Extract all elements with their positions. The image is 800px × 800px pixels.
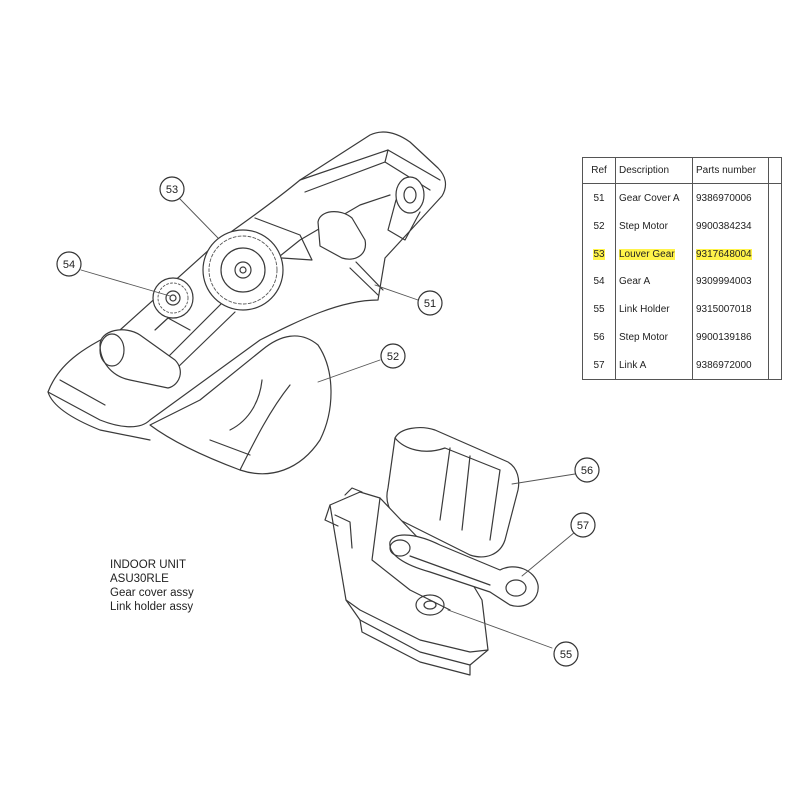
link-holder-assembly <box>324 427 539 676</box>
svg-text:51: 51 <box>424 298 436 310</box>
callout-55[interactable]: 55 <box>553 641 579 667</box>
cell-description: Louver Gear <box>615 240 693 268</box>
cell-ref-text: 52 <box>593 220 605 232</box>
cell-spacer <box>768 267 781 296</box>
cell-spacer <box>768 351 781 379</box>
cell-part-number: 9315007018 <box>692 295 769 324</box>
cell-part-number-text: 9309994003 <box>696 276 752 288</box>
cell-part-number-text: 9386972000 <box>696 359 752 371</box>
parts-table: Ref Description Parts number 51 Gear Cove… <box>582 157 782 380</box>
cell-spacer <box>768 212 781 241</box>
caption-model: ASU30RLE <box>110 573 169 585</box>
callout-54[interactable]: 54 <box>56 251 82 277</box>
cell-description: Step Motor <box>615 323 693 352</box>
cell-description-text: Step Motor <box>619 220 668 232</box>
table-row: 52 Step Motor 9900384234 <box>583 212 781 241</box>
cell-part-number: 9900384234 <box>692 212 769 241</box>
cell-part-number: 9309994003 <box>692 267 769 296</box>
leader-lines <box>80 198 576 649</box>
svg-text:55: 55 <box>560 649 572 661</box>
svg-text:52: 52 <box>387 351 399 363</box>
table-row: 55 Link Holder 9315007018 <box>583 295 781 324</box>
cell-part-number: 9386970006 <box>692 183 769 213</box>
cell-description: Gear A <box>615 267 693 296</box>
cell-spacer <box>768 323 781 352</box>
cell-description-text: Link Holder <box>619 304 670 316</box>
callout-57[interactable]: 57 <box>570 512 596 538</box>
svg-text:57: 57 <box>577 520 589 532</box>
cell-ref-text: 56 <box>593 331 605 343</box>
cell-description: Step Motor <box>615 212 693 241</box>
cell-part-number-text: 9386970006 <box>696 192 752 204</box>
cell-description: Link Holder <box>615 295 693 324</box>
header-description: Description <box>615 158 693 184</box>
cell-description-text: Louver Gear <box>619 248 675 260</box>
cell-part-number: 9386972000 <box>692 351 769 379</box>
caption-assy-1: Gear cover assy <box>110 587 194 599</box>
table-header-row: Ref Description Parts number <box>583 158 781 184</box>
header-spacer <box>768 158 781 184</box>
cell-ref: 56 <box>583 323 616 351</box>
callout-52[interactable]: 52 <box>380 343 406 369</box>
cell-part-number: 9317648004 <box>692 240 769 268</box>
header-ref: Ref <box>591 165 607 176</box>
svg-text:56: 56 <box>581 465 593 477</box>
louver-gear-53 <box>202 217 313 311</box>
cell-part-number-text: 9315007018 <box>696 304 752 316</box>
cell-part-number-text: 9900139186 <box>696 331 752 343</box>
cell-description: Link A <box>615 351 693 379</box>
caption-unit: INDOOR UNIT <box>110 559 187 571</box>
gear-a-54 <box>152 277 194 331</box>
table-row: 57 Link A 9386972000 <box>583 351 781 379</box>
svg-text:54: 54 <box>63 259 75 271</box>
callout-51[interactable]: 51 <box>417 290 443 316</box>
cell-description: Gear Cover A <box>615 183 693 213</box>
cell-part-number-text: 9900384234 <box>696 220 752 232</box>
table-row: 51 Gear Cover A 9386970006 <box>583 183 781 213</box>
cell-spacer <box>768 183 781 213</box>
cell-ref-text: 53 <box>593 248 605 260</box>
header-part-number: Parts number <box>692 158 769 184</box>
cell-ref: 54 <box>583 268 616 296</box>
cell-description-text: Step Motor <box>619 331 668 343</box>
caption-assy-2: Link holder assy <box>110 601 194 613</box>
table-row: 56 Step Motor 9900139186 <box>583 323 781 352</box>
svg-text:53: 53 <box>166 184 178 196</box>
callout-56[interactable]: 56 <box>574 457 600 483</box>
cell-ref: 57 <box>583 351 616 379</box>
cell-spacer <box>768 240 781 268</box>
cell-part-number: 9900139186 <box>692 323 769 352</box>
table-row: 53 Louver Gear 9317648004 <box>583 240 781 268</box>
cell-ref-text: 55 <box>593 304 605 316</box>
cell-ref: 53 <box>583 240 616 268</box>
callout-53[interactable]: 53 <box>159 176 185 202</box>
cell-ref: 55 <box>583 296 616 324</box>
cell-part-number-text: 9317648004 <box>696 248 752 260</box>
cell-ref-text: 54 <box>593 276 605 288</box>
cell-spacer <box>768 295 781 324</box>
table-row: 54 Gear A 9309994003 <box>583 267 781 296</box>
diagram-caption: INDOOR UNIT ASU30RLE Gear cover assy Lin… <box>110 558 194 614</box>
cell-description-text: Gear A <box>619 276 651 288</box>
cell-description-text: Link A <box>619 359 647 371</box>
cell-ref: 51 <box>583 184 616 213</box>
cell-ref: 52 <box>583 213 616 241</box>
cell-ref-text: 51 <box>593 192 605 204</box>
cell-description-text: Gear Cover A <box>619 192 680 204</box>
cell-ref-text: 57 <box>593 359 605 371</box>
